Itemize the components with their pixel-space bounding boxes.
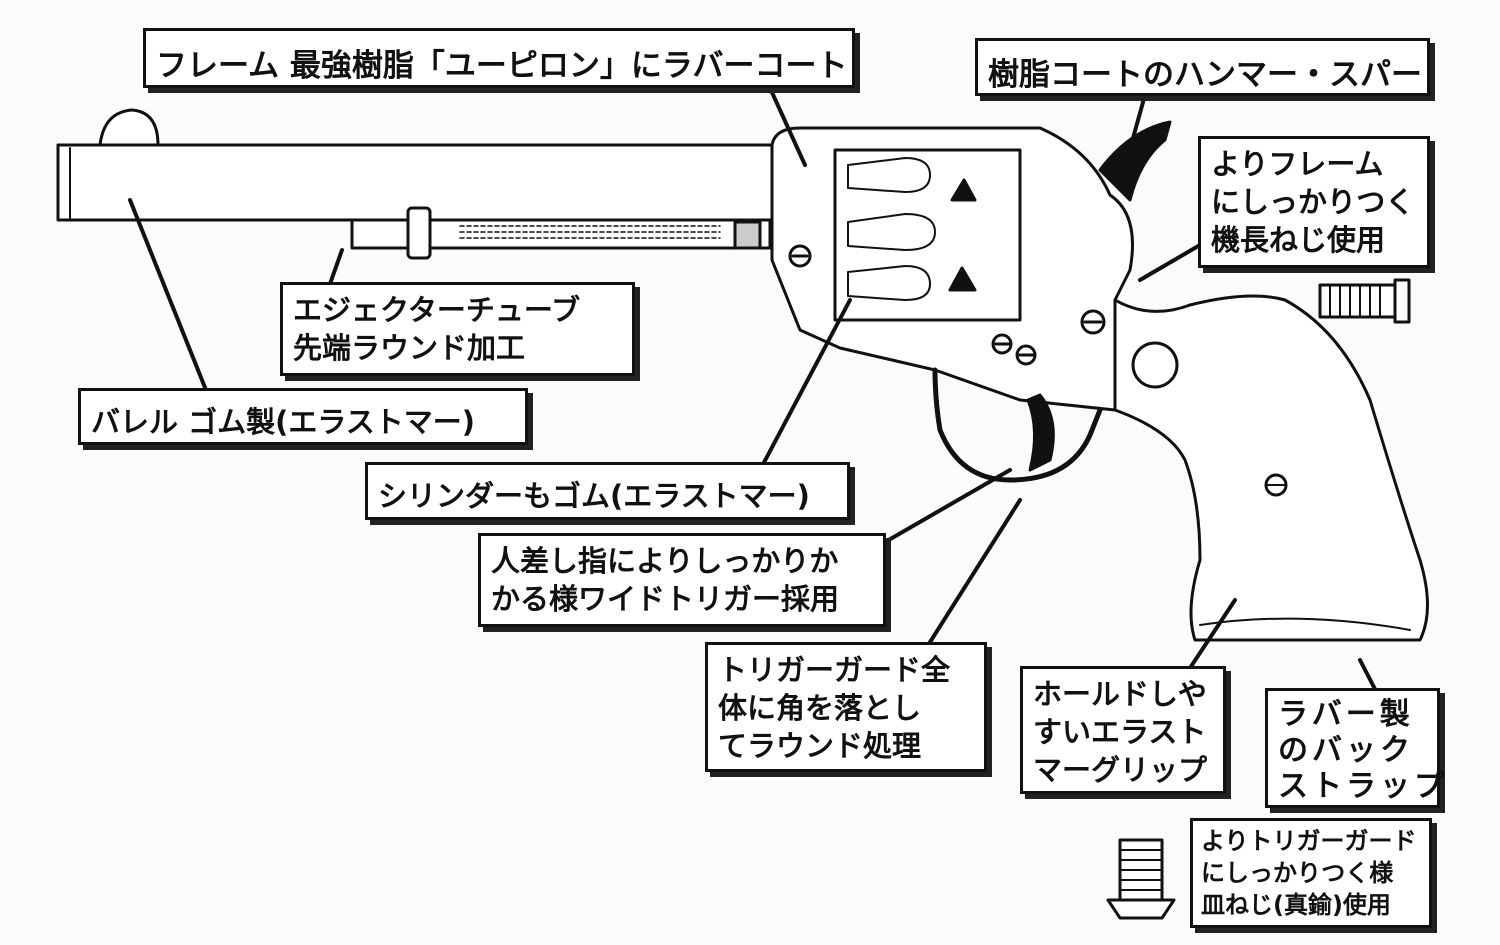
callout-guard-screw-line: にしっかりつく様	[1201, 859, 1394, 887]
callout-ejector-line: 先端ラウンド加工	[293, 331, 526, 365]
callout-guard-screw-line: よりトリガーガード	[1201, 827, 1417, 855]
hammer	[1098, 120, 1172, 202]
grip	[1113, 294, 1429, 642]
callout-backstrap: ラバー製 のバック ストラップ	[1265, 688, 1448, 808]
callout-cylinder: シリンダーもゴム(エラストマー)	[365, 462, 850, 520]
callout-frame-line: フレーム 最強樹脂「ユーピロン」にラバーコート	[156, 48, 848, 84]
callout-backstrap-line: ストラップ	[1278, 769, 1448, 804]
long-screw	[1318, 278, 1411, 324]
callout-trigger-guard-line: トリガーガード全	[718, 653, 951, 687]
callout-guard-screw: よりトリガーガード にしっかりつく様 皿ねじ(真鍮)使用	[1190, 818, 1432, 928]
callout-cylinder-line: シリンダーもゴム(エラストマー)	[378, 479, 810, 513]
callout-ejector: エジェクターチューブ 先端ラウンド加工	[280, 282, 635, 376]
callout-trigger-line: 人差し指によりしっかりか	[491, 544, 839, 578]
callout-guard-screw-line: 皿ねじ(真鍮)使用	[1201, 891, 1391, 919]
callout-frame: フレーム 最強樹脂「ユーピロン」にラバーコート	[143, 28, 855, 88]
callout-trigger-guard: トリガーガード全 体に角を落とし てラウンド処理	[705, 642, 987, 772]
front-sight	[98, 108, 160, 147]
callout-frame-screw-line: 機長ねじ使用	[1211, 223, 1386, 257]
callout-trigger-guard-line: 体に角を落とし	[718, 691, 922, 725]
callout-trigger-line: かる様ワイドトリガー採用	[491, 582, 840, 616]
callout-grip: ホールドしや すいエラスト マーグリップ	[1020, 666, 1226, 794]
callout-frame-screw: よりフレーム にしっかりつく 機長ねじ使用	[1198, 136, 1430, 268]
callout-grip-line: すいエラスト	[1033, 715, 1207, 749]
callout-trigger: 人差し指によりしっかりか かる様ワイドトリガー採用	[478, 533, 886, 627]
callout-grip-line: マーグリップ	[1033, 753, 1208, 787]
callout-hammer-line: 樹脂コートのハンマー・スパー	[988, 57, 1422, 93]
callout-backstrap-line: のバック	[1278, 733, 1414, 768]
flat-head-screw	[1106, 838, 1176, 920]
callout-backstrap-line: ラバー製	[1278, 697, 1414, 732]
callout-frame-screw-line: にしっかりつく	[1211, 185, 1415, 219]
callout-barrel-line: バレル ゴム製(エラストマー)	[91, 405, 476, 439]
trigger-guard	[932, 367, 1103, 483]
trigger	[1026, 393, 1055, 472]
callout-grip-line: ホールドしや	[1033, 677, 1207, 711]
callout-hammer: 樹脂コートのハンマー・スパー	[975, 38, 1430, 96]
callout-barrel: バレル ゴム製(エラストマー)	[78, 388, 528, 445]
callout-ejector-line: エジェクターチューブ	[293, 293, 581, 327]
callout-frame-screw-line: よりフレーム	[1211, 147, 1384, 181]
callout-trigger-guard-line: てラウンド処理	[718, 729, 922, 763]
